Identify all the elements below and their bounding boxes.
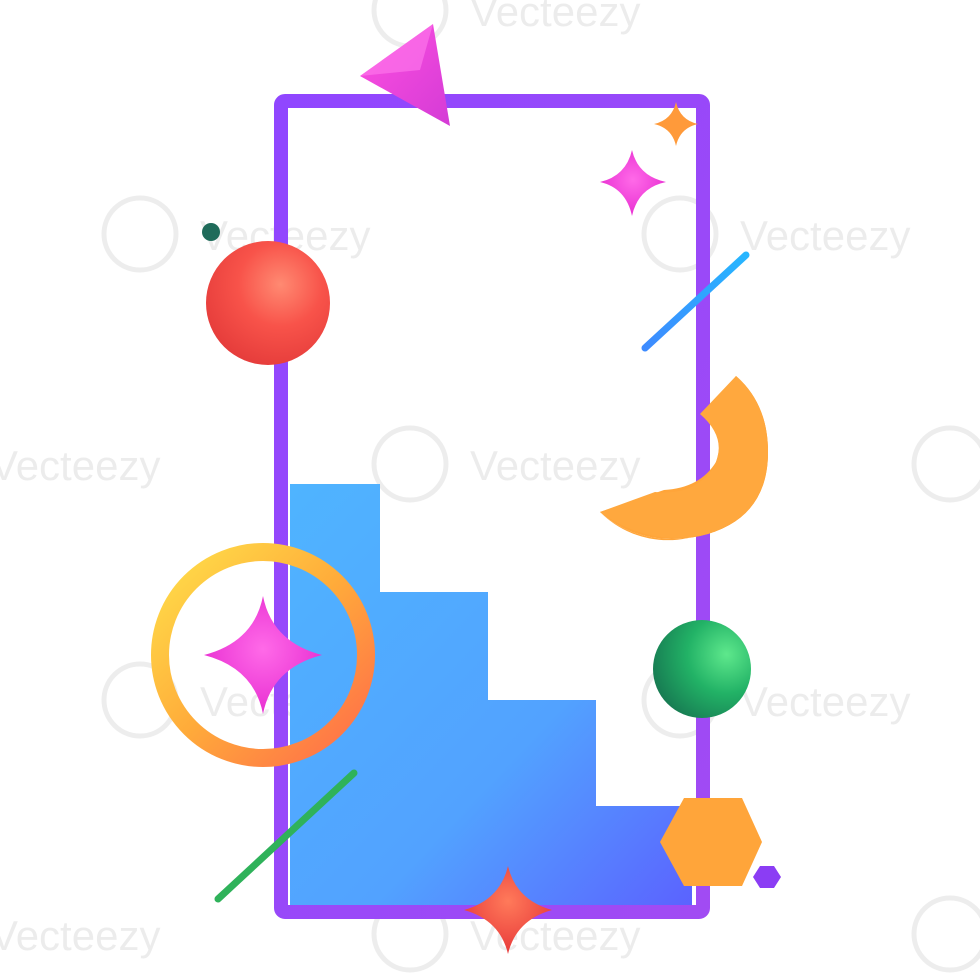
watermark-tile <box>911 895 980 973</box>
watermark-tile <box>911 425 980 503</box>
hexagon-icon <box>660 798 762 886</box>
sparkle-star-icon <box>204 596 322 714</box>
watermark-tile: Vecteezy <box>371 425 640 503</box>
watermark-text: Vecteezy <box>470 442 640 489</box>
dot-icon <box>202 223 220 241</box>
sparkle-star-icon <box>600 150 666 216</box>
watermark-tile: Vecteezy <box>641 195 910 273</box>
watermark-text: Vecteezy <box>0 912 160 959</box>
stick-icon <box>641 251 750 352</box>
small-hexagon-icon <box>753 866 781 888</box>
watermark-tile: Vecteezy <box>0 442 160 489</box>
watermark-text: Vecteezy <box>0 442 160 489</box>
red-sphere-icon <box>206 241 330 365</box>
ring-icon <box>151 543 375 767</box>
watermark-text: Vecteezy <box>740 212 910 259</box>
watermark-text: Vecteezy <box>470 0 640 35</box>
watermark-text: Vecteezy <box>740 678 910 725</box>
cone-shape-icon <box>360 24 450 126</box>
half-ring-shape <box>600 376 768 538</box>
sparkle-star-icon <box>464 866 552 954</box>
watermark-tile: Vecteezy <box>0 912 160 959</box>
staircase-shape <box>290 484 692 908</box>
sparkle-star-icon <box>654 102 698 146</box>
stick-icon <box>214 769 358 903</box>
green-sphere-icon <box>653 620 751 718</box>
